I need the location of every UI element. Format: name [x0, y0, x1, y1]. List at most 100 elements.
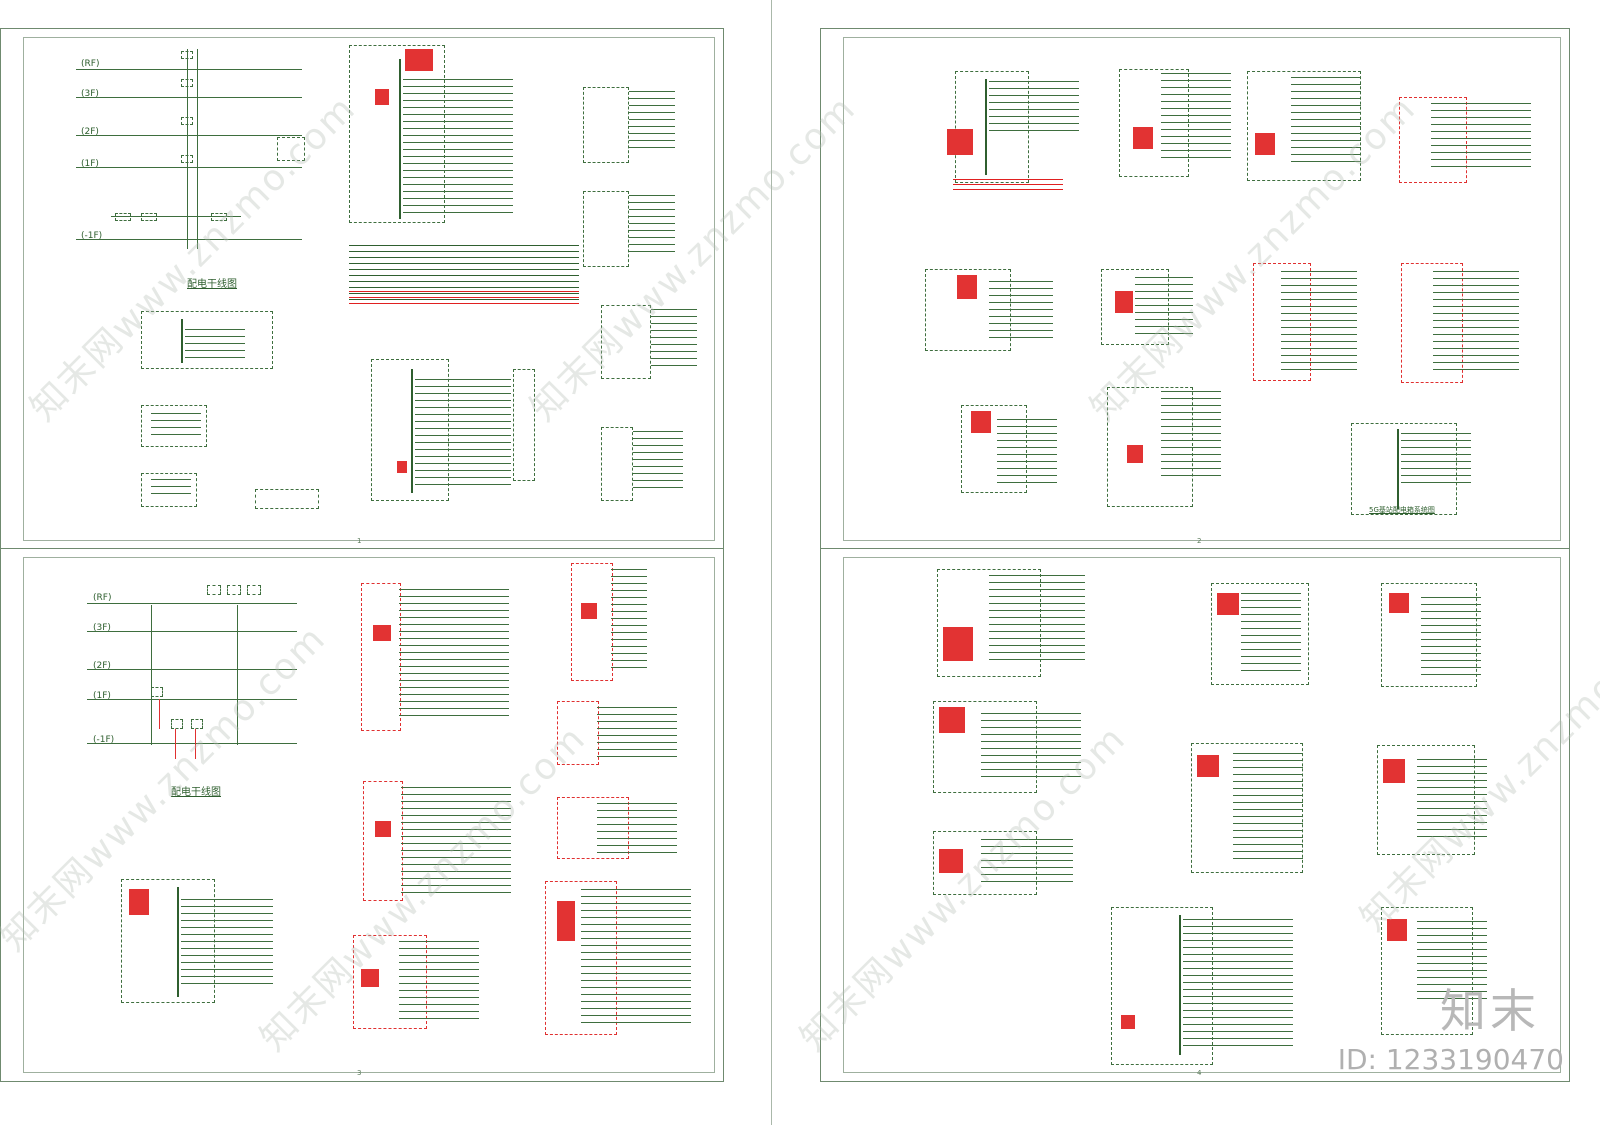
red-spec-block: [939, 707, 965, 733]
cabinet-diagram: [601, 305, 651, 379]
riser-panel: [181, 155, 193, 163]
floor-line: [87, 743, 297, 744]
circuit-lines: [611, 569, 647, 673]
red-spec-block: [557, 901, 575, 941]
brand-logo: 知末: [1440, 984, 1540, 1038]
red-spec-block: [1387, 919, 1407, 941]
design-notes-red: [349, 291, 579, 305]
riser-line: [151, 605, 152, 745]
riser-panel: [151, 687, 163, 697]
circuit-lines: [1161, 391, 1221, 481]
tag-5g: 5G基站配电箱系统图: [1369, 506, 1435, 514]
circuit-lines: [185, 329, 245, 359]
floor-label-1f: (1F): [93, 691, 111, 701]
circuit-lines: [633, 431, 683, 491]
circuit-lines: [1135, 277, 1193, 337]
busbar: [411, 369, 413, 493]
feeder-line: [111, 216, 241, 217]
panel-diagram: [141, 473, 197, 507]
busbar: [1179, 915, 1181, 1055]
panel-diagram-red: [363, 781, 403, 901]
riser-panel: [181, 51, 193, 59]
floor-line: [87, 631, 297, 632]
red-spec-block: [375, 89, 389, 105]
busbar: [181, 319, 183, 363]
red-feeder: [195, 729, 196, 759]
panel-diagram: [255, 489, 319, 509]
circuit-lines: [1431, 103, 1531, 173]
circuit-lines: [1233, 753, 1303, 863]
riser-line: [187, 49, 188, 249]
floor-label-rf: (RF): [81, 59, 100, 69]
riser-panel: [191, 719, 203, 729]
circuit-lines: [1281, 271, 1357, 375]
circuit-lines: [399, 589, 509, 721]
floor-label-2f: (2F): [93, 661, 111, 671]
circuit-lines: [597, 803, 677, 853]
red-spec-block: [397, 461, 407, 473]
sheet-bottom-left: (RF) (3F) (2F) (1F) (-1F) 配电干线图 3: [0, 548, 724, 1082]
circuit-lines: [651, 309, 697, 369]
riser-panel: [141, 213, 157, 221]
sheet-number: 4: [1197, 1069, 1202, 1077]
floor-line: [87, 669, 297, 670]
red-spec-block: [373, 625, 391, 641]
floor-line: [76, 135, 302, 136]
riser-panel: [181, 79, 193, 87]
panel-diagram-red: [361, 583, 401, 731]
panel-diagram: [141, 311, 273, 369]
circuit-lines: [401, 787, 511, 893]
circuit-lines: [989, 81, 1079, 137]
panel-diagram: [1211, 583, 1309, 685]
riser-title-top: 配电干线图: [187, 279, 237, 290]
design-notes-red: [953, 179, 1063, 191]
panel-diagram-red: [557, 701, 599, 765]
riser-title-bottom: 配电干线图: [171, 787, 221, 798]
floor-line: [76, 69, 302, 70]
floor-line: [87, 603, 297, 604]
circuit-lines: [981, 713, 1081, 783]
circuit-lines: [151, 479, 191, 499]
circuit-lines: [629, 91, 675, 151]
red-spec-block: [971, 411, 991, 433]
circuit-lines: [981, 839, 1073, 885]
circuit-lines: [151, 413, 201, 437]
circuit-lines: [399, 941, 479, 1021]
red-spec-block: [957, 275, 977, 299]
circuit-lines: [581, 889, 691, 1029]
riser-panel: [211, 213, 227, 221]
floor-line: [76, 97, 302, 98]
circuit-lines: [1417, 759, 1487, 839]
sheet-frame: [843, 557, 1561, 1073]
red-spec-block: [581, 603, 597, 619]
floor-label-3f: (3F): [81, 89, 99, 99]
circuit-lines: [1241, 593, 1301, 673]
circuit-lines: [1421, 597, 1481, 677]
floor-label-b1f: (-1F): [93, 735, 115, 745]
red-spec-block: [1383, 759, 1405, 783]
riser-panel: [227, 585, 241, 595]
sheet-number: 3: [357, 1069, 362, 1077]
circuit-lines: [629, 195, 675, 255]
busbar: [1397, 429, 1399, 509]
red-spec-block: [939, 849, 963, 873]
busbar: [177, 887, 179, 997]
circuit-lines: [1161, 73, 1231, 163]
sheet-frame: [23, 37, 715, 541]
red-spec-block: [361, 969, 379, 987]
circuit-lines: [1291, 77, 1361, 167]
red-feeder: [175, 729, 176, 759]
panel-diagram-red: [571, 563, 613, 681]
floor-label-2f: (2F): [81, 127, 99, 137]
sheet-bottom-right: 4: [820, 548, 1570, 1082]
red-spec-block: [405, 49, 433, 71]
riser-panel: [207, 585, 221, 595]
floor-label-3f: (3F): [93, 623, 111, 633]
circuit-lines: [1417, 921, 1487, 1001]
red-spec-block: [129, 889, 149, 915]
floor-label-1f: (1F): [81, 159, 99, 169]
red-spec-block: [1389, 593, 1409, 613]
circuit-lines: [181, 899, 273, 989]
floor-line: [76, 167, 302, 168]
circuit-lines: [1433, 271, 1519, 375]
